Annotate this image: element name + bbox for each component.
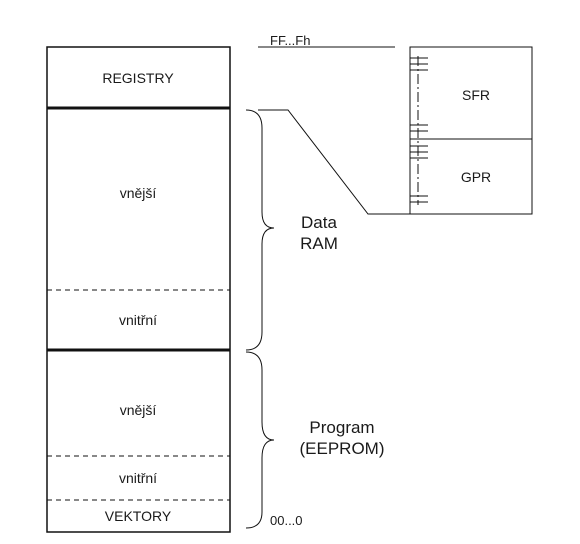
data-ram-label-line1: Data bbox=[301, 212, 337, 232]
program-internal-label: vnitřní bbox=[118, 470, 158, 486]
program-label-line1: Program bbox=[309, 417, 375, 437]
data-ram-label: Data RAM bbox=[300, 212, 338, 255]
gpr-label: GPR bbox=[460, 169, 492, 185]
data-internal-label: vnitřní bbox=[118, 312, 158, 328]
registers-label: REGISTRY bbox=[102, 70, 174, 86]
program-label: Program (EEPROM) bbox=[300, 417, 385, 460]
data-ram-brace bbox=[245, 109, 275, 351]
bottom-address-label: 00...0 bbox=[270, 513, 303, 528]
vectors-label: VEKTORY bbox=[104, 508, 172, 524]
program-label-line2: (EEPROM) bbox=[299, 439, 385, 458]
top-address-label: FF...Fh bbox=[270, 33, 311, 48]
register-tick-marks bbox=[410, 57, 428, 203]
data-external-label: vnější bbox=[119, 185, 157, 201]
data-ram-label-line2: RAM bbox=[300, 234, 338, 253]
program-brace bbox=[245, 351, 275, 529]
register-detail-box bbox=[409, 46, 533, 215]
sfr-label: SFR bbox=[462, 87, 490, 103]
register-zoom-lines bbox=[258, 109, 410, 215]
program-external-label: vnější bbox=[119, 402, 157, 418]
